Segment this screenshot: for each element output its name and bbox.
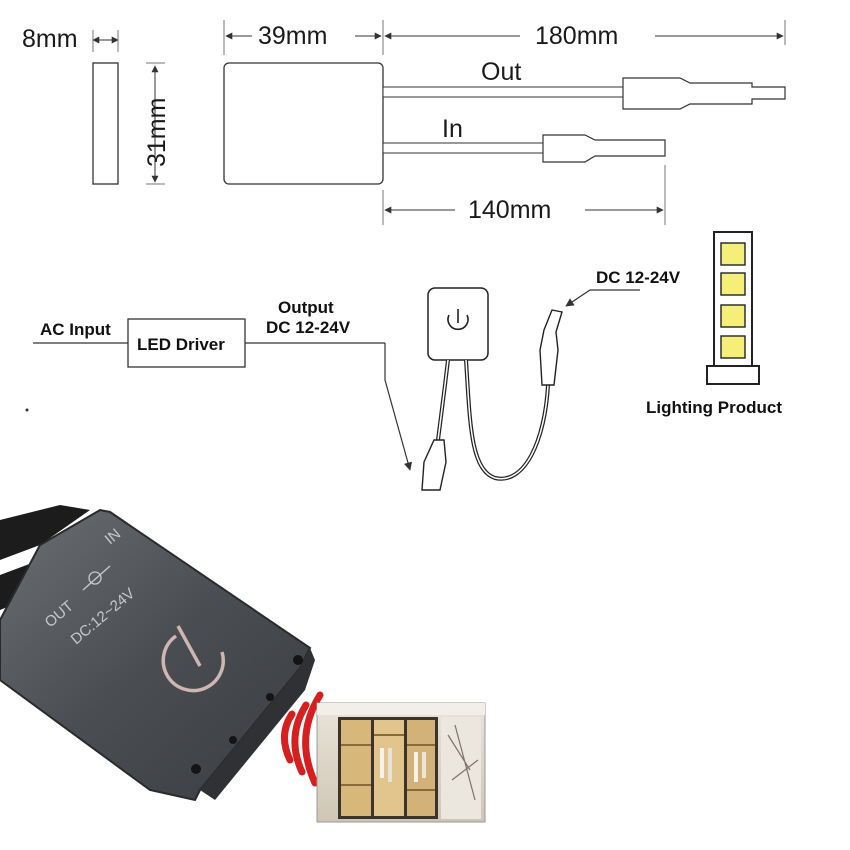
height-31mm-label: 31mm: [143, 98, 171, 167]
device-side: [200, 648, 315, 800]
top-view-outline: [223, 62, 384, 185]
wardrobe-photo: [316, 702, 486, 823]
led-chip: [720, 304, 746, 328]
side-view-outline: [92, 62, 119, 185]
power-icon: [447, 309, 469, 331]
output-arrow: [384, 343, 413, 471]
in-label: In: [442, 115, 463, 143]
dimension-drawing: 8mm 31mm 39mm 180mm Out In 1: [22, 20, 786, 225]
product-photo: OUT IN DC:12~24V: [0, 505, 315, 802]
width-8mm-label: 8mm: [22, 25, 78, 53]
male-plug-sketch: [539, 309, 563, 386]
out-label: Out: [481, 58, 521, 86]
in-cable: [382, 142, 544, 154]
switch-sketch: [427, 287, 489, 361]
dc-voltage-label: DC 12-24V: [596, 268, 681, 287]
dc-arrow: [565, 289, 640, 307]
ac-input-label: AC Input: [40, 320, 111, 339]
led-chip: [720, 272, 746, 296]
output-label-line2: DC 12-24V: [266, 318, 351, 337]
touch-power-icon: [161, 625, 225, 693]
female-plug-sketch: [421, 439, 447, 491]
led-base: [706, 365, 760, 385]
dc-male-plug-outline: [622, 77, 786, 110]
wiring-diagram: AC Input LED Driver Output DC 12-24V DC …: [33, 231, 782, 491]
length-39mm-label: 39mm: [258, 22, 327, 50]
lighting-product-label: Lighting Product: [646, 398, 782, 417]
led-chip: [720, 242, 746, 266]
led-driver-label: LED Driver: [137, 335, 225, 354]
device-case: [0, 508, 312, 802]
sensor-waves-icon: [281, 691, 324, 787]
output-label-line1: Output: [278, 298, 334, 317]
in-cable-140mm-label: 140mm: [468, 196, 551, 224]
out-cable: [382, 86, 624, 98]
device-polarity-icon: [82, 565, 111, 591]
dc-female-plug-outline: [542, 134, 666, 163]
out-cable-180mm-label: 180mm: [535, 22, 618, 50]
led-chip: [720, 335, 746, 359]
